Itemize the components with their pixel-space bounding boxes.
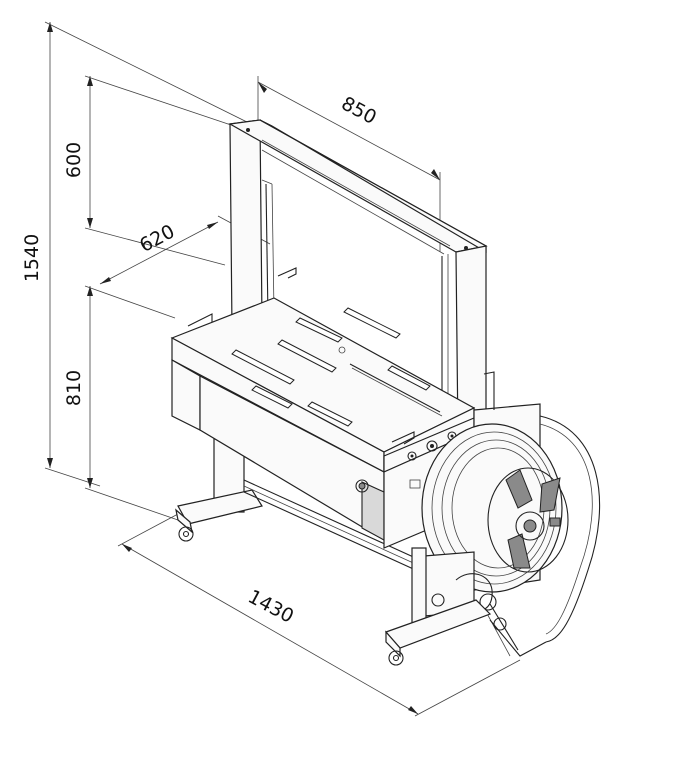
caster-rear-left bbox=[178, 526, 194, 542]
arrow-top-1540 bbox=[47, 22, 53, 32]
arrow-bottom-1540 bbox=[47, 458, 53, 468]
coil-reel-face bbox=[487, 467, 569, 573]
lower-knob bbox=[431, 593, 445, 607]
hook-left bbox=[277, 267, 297, 279]
ext-line-bottom-810 bbox=[84, 487, 179, 521]
dim-label-table-height: 810 bbox=[63, 370, 85, 406]
lower-rail-2 bbox=[243, 491, 421, 573]
table-slots bbox=[231, 307, 431, 427]
dim-label-overall-height: 1540 bbox=[21, 234, 43, 282]
knob-front bbox=[355, 479, 369, 493]
front-foot-end bbox=[385, 630, 401, 658]
dim-line-table-depth bbox=[99, 221, 219, 285]
caster-front-left bbox=[388, 650, 404, 666]
dim-label-arch-height: 600 bbox=[63, 142, 85, 178]
reel-spoke-2 bbox=[539, 477, 561, 513]
reel-spoke-1 bbox=[505, 469, 533, 509]
ext-line-left-1430 bbox=[117, 513, 179, 547]
ext-line-top-1540 bbox=[44, 21, 256, 127]
dim-label-table-depth: 620 bbox=[136, 220, 178, 256]
strap-dispenser bbox=[421, 371, 601, 657]
rear-foot-left bbox=[175, 508, 193, 534]
dim-label-arch-width: 850 bbox=[338, 92, 380, 128]
machine-cabinet bbox=[171, 358, 415, 542]
front-frame bbox=[384, 547, 547, 666]
ext-line-right-1430 bbox=[414, 659, 521, 717]
ext-line-top-600 bbox=[84, 75, 241, 129]
guard-rail-bottom bbox=[489, 619, 547, 657]
strapping-arch bbox=[187, 119, 488, 441]
ext-line-bottom-1540 bbox=[44, 467, 101, 487]
dim-line-overall-length bbox=[121, 543, 419, 715]
dim-line-arch-width bbox=[257, 81, 441, 181]
reel-hub bbox=[515, 511, 545, 541]
arch-top-beam bbox=[228, 119, 488, 253]
guard-rail-outer bbox=[539, 415, 601, 643]
ext-line-bottom-600 bbox=[84, 227, 226, 266]
dim-label-overall-length: 1430 bbox=[244, 586, 297, 628]
button-2 bbox=[426, 440, 438, 452]
strap-feed-arm bbox=[489, 603, 519, 651]
ext-line-top-810 bbox=[84, 285, 176, 319]
dimension-lines bbox=[44, 21, 521, 717]
arch-left-post bbox=[229, 119, 263, 331]
front-leg bbox=[411, 547, 427, 629]
dispenser-post bbox=[483, 371, 495, 410]
hook-right bbox=[391, 431, 415, 445]
button-1 bbox=[407, 451, 417, 461]
reel-spoke-3 bbox=[507, 533, 531, 569]
hook-front-left bbox=[187, 313, 213, 327]
lower-rail-1 bbox=[243, 479, 421, 561]
indicator-light bbox=[409, 479, 421, 489]
